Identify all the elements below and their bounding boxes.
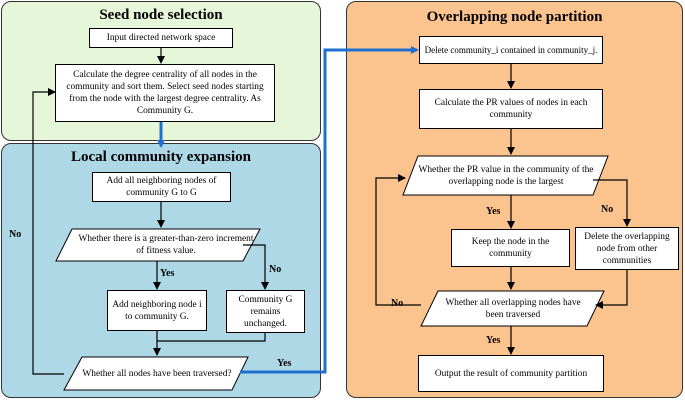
no-label-loop-overlap: No <box>391 298 404 309</box>
fitness-decision: Whether there is a greater-than-zero inc… <box>78 234 254 256</box>
all-traversed-decision: Whether all nodes have been traversed? <box>82 368 232 379</box>
yes-label-to-overlap: Yes <box>277 358 292 369</box>
yes-label-pr: Yes <box>486 206 501 217</box>
no-label-fitness: No <box>269 264 282 275</box>
pr-largest-decision: Whether the PR value in the community of… <box>418 164 594 187</box>
seed-panel-title: Seed node selection <box>99 7 223 23</box>
delete-contained-node: Delete community_i contained in communit… <box>419 36 603 64</box>
fitness-decision-shape <box>55 228 261 262</box>
add-neighbors-node: Add all neighboring nodes of community G… <box>92 172 231 202</box>
output-result-node: Output the result of community partition <box>418 355 604 392</box>
yes-label-output: Yes <box>486 335 501 346</box>
degree-centrality-node: Calculate the degree centrality of all n… <box>55 64 275 122</box>
local-panel-title: Local community expansion <box>70 149 251 165</box>
all-traversed-decision-shape <box>63 356 249 391</box>
no-label-loop-local: No <box>9 229 22 240</box>
delete-other-node: Delete the overlapping node from other c… <box>575 227 679 270</box>
keep-node-node: Keep the node in the community <box>451 229 570 267</box>
no-label-pr: No <box>601 204 614 215</box>
community-unchanged-node: Community G remains unchanged. <box>226 290 305 333</box>
yes-label-fitness: Yes <box>160 268 175 279</box>
input-network-node: Input directed network space <box>89 28 233 48</box>
add-node-i-node: Add neighboring node i to community G. <box>107 290 207 331</box>
calc-pr-node: Calculate the PR values of nodes in each… <box>419 89 603 129</box>
pr-largest-decision-shape <box>402 155 609 196</box>
overlap-panel-title: Overlapping node partition <box>426 9 603 25</box>
all-overlap-decision: Whether all overlapping nodes have been … <box>445 297 581 320</box>
all-overlap-decision-shape <box>420 290 605 327</box>
